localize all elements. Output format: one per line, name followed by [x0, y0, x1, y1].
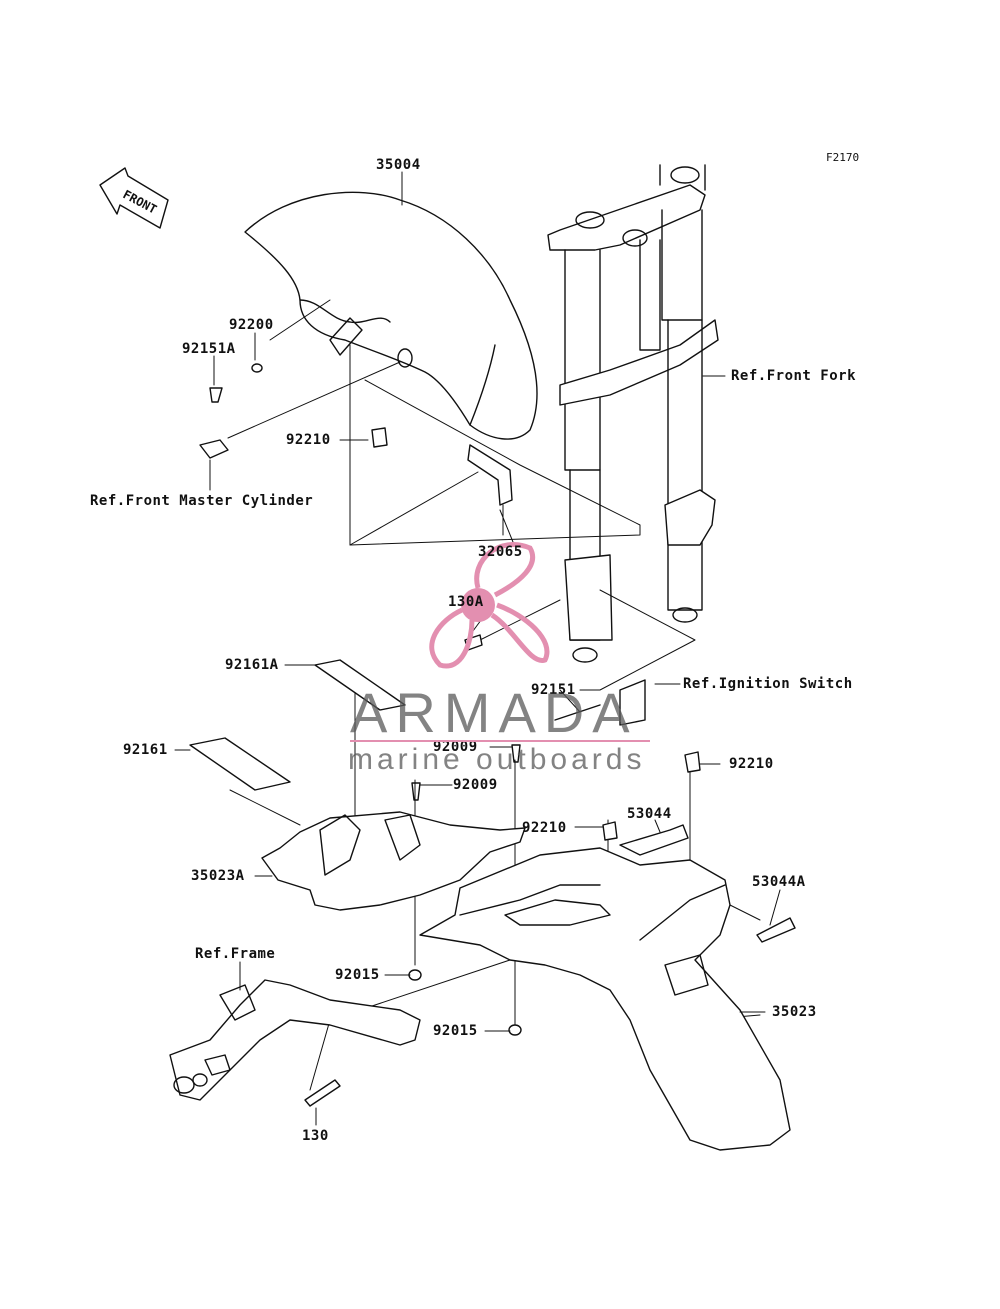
- label-130: 130: [302, 1128, 329, 1144]
- front-arrow-icon: FRONT: [99, 167, 169, 229]
- decal-92161a-drawing: [314, 659, 406, 711]
- label-92161a: 92161A: [225, 657, 279, 673]
- label-92210-right: 92210: [729, 756, 774, 772]
- label-35004: 35004: [376, 157, 421, 173]
- frame-drawing: [169, 979, 421, 1101]
- label-130a: 130A: [448, 594, 484, 610]
- label-92210-mid: 92210: [522, 820, 567, 836]
- rear-fender-35023-drawing: [419, 847, 791, 1151]
- watermark-propeller-icon: [429, 541, 550, 669]
- label-35023: 35023: [772, 1004, 817, 1020]
- label-92151: 92151: [531, 682, 576, 698]
- label-92015-a: 92015: [335, 967, 380, 983]
- watermark-subtitle: marine outboards: [348, 743, 646, 776]
- label-92151a: 92151A: [182, 341, 236, 357]
- label-ref-front-fork: Ref.Front Fork: [731, 368, 857, 384]
- label-92161: 92161: [123, 742, 168, 758]
- watermark-title: ARMADA: [350, 681, 638, 744]
- hardware-drawing: [199, 363, 796, 1107]
- label-ref-ignition-switch: Ref.Ignition Switch: [683, 676, 853, 692]
- front-fork-drawing: [547, 164, 719, 663]
- label-92200: 92200: [229, 317, 274, 333]
- decal-92161-drawing: [189, 737, 291, 791]
- bracket-32065-drawing: [467, 444, 513, 506]
- label-92210-top: 92210: [286, 432, 331, 448]
- label-ref-master-cylinder: Ref.Front Master Cylinder: [90, 493, 314, 509]
- label-53044a: 53044A: [752, 874, 806, 890]
- label-92015-b: 92015: [433, 1023, 478, 1039]
- label-92009-b: 92009: [453, 777, 498, 793]
- figure-code: F2170: [826, 151, 860, 164]
- label-35023a: 35023A: [191, 868, 245, 884]
- label-32065: 32065: [478, 544, 523, 560]
- front-fender-drawing: [244, 191, 538, 440]
- watermark-divider: [350, 740, 650, 742]
- label-92009-a: 92009: [433, 739, 478, 755]
- label-53044: 53044: [627, 806, 672, 822]
- inner-fender-35023a-drawing: [261, 811, 526, 911]
- label-ref-frame: Ref.Frame: [195, 946, 276, 962]
